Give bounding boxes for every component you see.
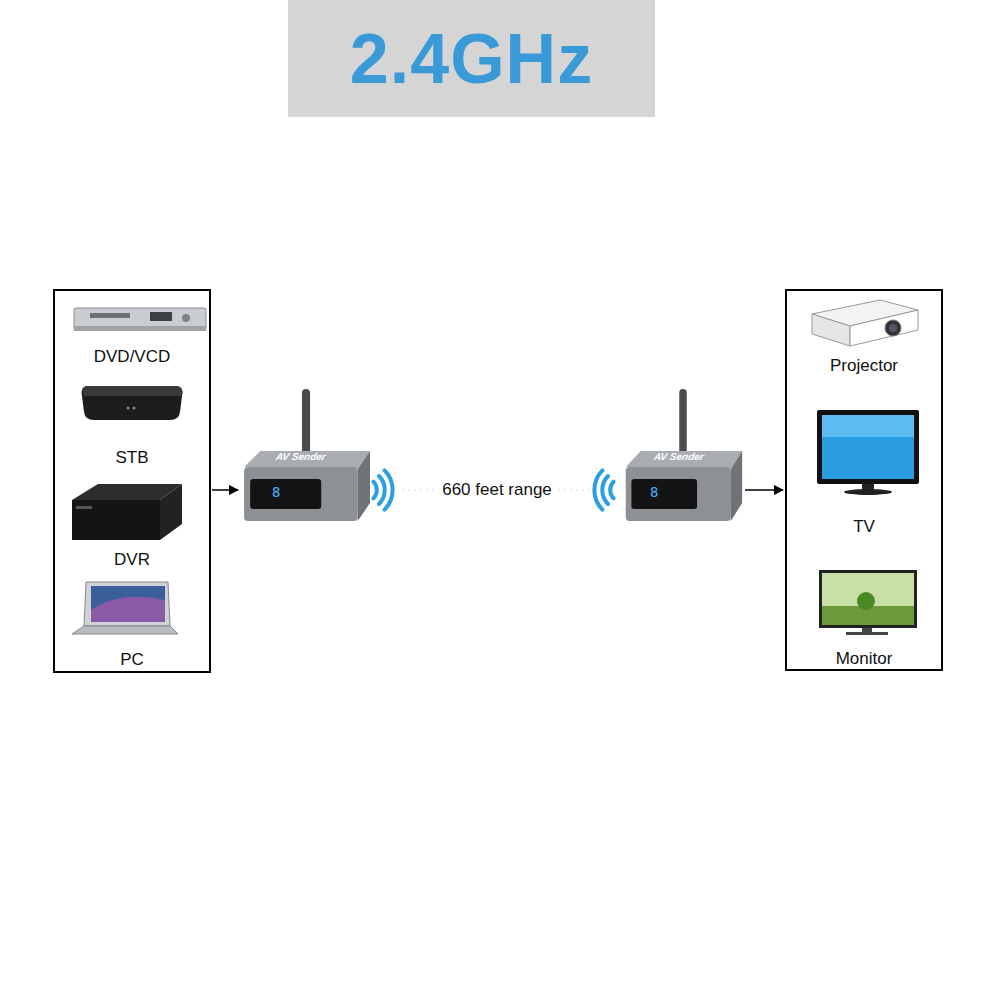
sender-unit: AV Sender 8 <box>240 385 372 525</box>
title-band: 2.4GHz <box>288 0 655 117</box>
title-text: 2.4GHz <box>350 19 593 99</box>
device-label: DVD/VCD <box>55 347 209 367</box>
laptop-icon <box>72 582 178 634</box>
projector-icon <box>812 300 918 346</box>
receiver-unit: AV Sender 8 <box>622 385 744 525</box>
source-panel: DVD/VCD STB DVR PC <box>53 289 211 673</box>
dvr-icon <box>72 484 182 540</box>
device-label: PC <box>55 650 209 670</box>
wireless-waves <box>373 470 613 509</box>
monitor-icon <box>819 570 917 635</box>
dvd-player-icon <box>74 308 206 331</box>
device-label: TV <box>787 517 941 537</box>
range-label: 660 feet range <box>438 479 556 501</box>
display-digit: 8 <box>272 485 280 499</box>
unit-brand-label: AV Sender <box>653 451 705 462</box>
device-label: Projector <box>787 356 941 376</box>
set-top-box-icon <box>82 386 183 420</box>
display-digit: 8 <box>650 485 658 499</box>
signal-arrow <box>745 489 783 491</box>
device-label: STB <box>55 448 209 468</box>
signal-arrow <box>212 489 238 491</box>
display-panel: ProjectorTV Monitor <box>785 289 943 671</box>
device-label: DVR <box>55 550 209 570</box>
device-label: Monitor <box>787 649 941 669</box>
tv-icon <box>817 410 919 495</box>
unit-brand-label: AV Sender <box>275 451 327 462</box>
